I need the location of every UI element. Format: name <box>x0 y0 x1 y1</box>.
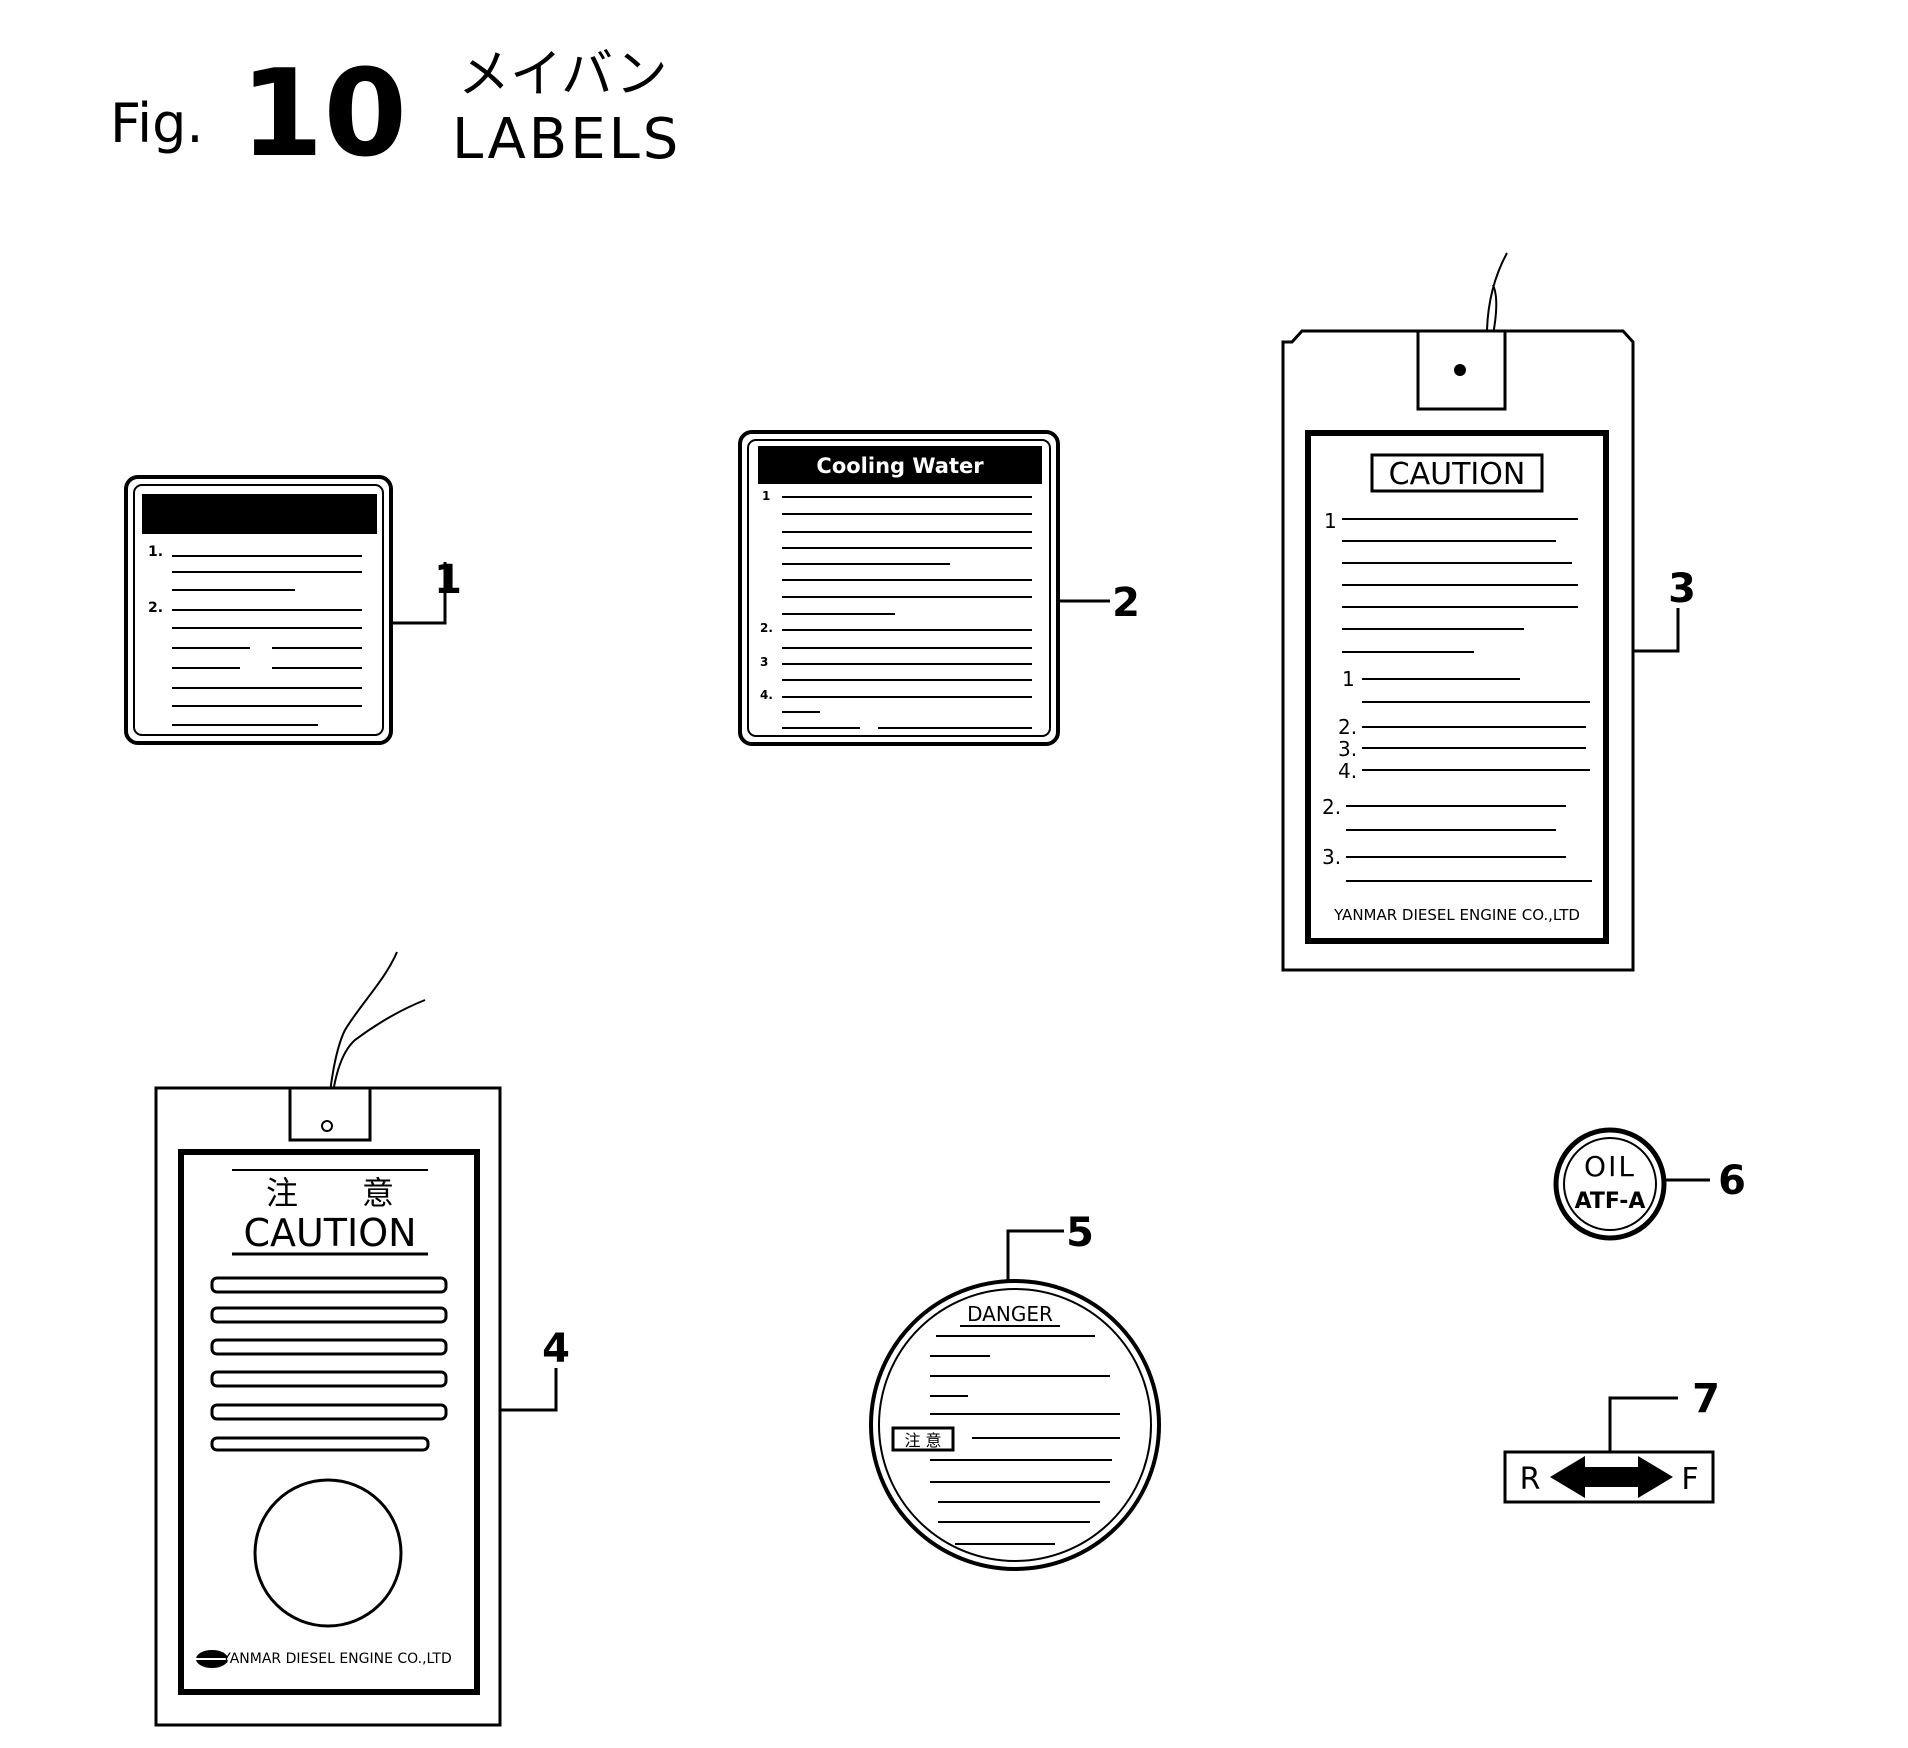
label-5: DANGER 注 意 5 <box>869 1210 1161 1571</box>
label-5-outer-circle <box>869 1279 1161 1571</box>
label-5-heading: DANGER <box>967 1302 1053 1326</box>
label-5-leader-line <box>1006 1229 1064 1281</box>
label-1-inner-border <box>133 484 384 736</box>
callout-7: 7 <box>1692 1376 1720 1422</box>
label-6-inner-circle <box>1563 1137 1657 1231</box>
callout-3: 3 <box>1668 566 1696 612</box>
callout-2: 2 <box>1112 580 1140 626</box>
label-4-heading: CAUTION <box>243 1211 416 1255</box>
label-3-leader-line <box>1633 608 1680 653</box>
label-2-text-lines <box>782 496 1032 729</box>
label-5-text-lines <box>930 1335 1120 1545</box>
label-6-line1: OIL <box>1584 1150 1636 1183</box>
label-6-line2: ATF-A <box>1575 1189 1646 1214</box>
callout-6: 6 <box>1718 1158 1746 1204</box>
label-3-heading-box <box>1370 453 1544 493</box>
fig-number: 10 <box>240 45 407 184</box>
label-2-heading-bar <box>758 446 1042 484</box>
label-3-text-lines <box>1342 518 1592 882</box>
label-7-left: R <box>1520 1462 1541 1497</box>
label-1-outer-border <box>124 475 393 745</box>
label-3-wire <box>1485 252 1508 369</box>
label-3-heading: CAUTION <box>1389 457 1526 492</box>
label-3-tag-hole <box>1454 364 1466 376</box>
label-6-outer-circle <box>1553 1127 1667 1241</box>
label-1-list-number: 2. <box>148 600 163 616</box>
label-4: 注 意 CAUTION YANMAR DIESEL ENGINE CO.,LTD… <box>154 951 570 1727</box>
label-6: OIL ATF-A 6 <box>1553 1127 1746 1241</box>
label-3: CAUTION 1 1 2. 3. 4. 2. 3. YANMAR DIESEL… <box>1281 252 1696 972</box>
fig-prefix: Fig. <box>110 92 204 155</box>
label-4-tag-hole <box>321 1120 333 1132</box>
callout-4: 4 <box>542 1326 570 1372</box>
label-5-inner-circle <box>878 1288 1152 1562</box>
label-4-tag-tab <box>288 1086 372 1142</box>
label-1: 1. 2. 1 <box>124 475 462 745</box>
label-3-panel-border <box>1305 430 1609 944</box>
label-7: R F 7 <box>1503 1376 1720 1504</box>
label-1-text-lines <box>172 555 362 726</box>
label-4-leader-line <box>500 1368 558 1412</box>
label-3-list-number: 3. <box>1338 737 1357 761</box>
label-3-list-number: 1 <box>1342 667 1355 691</box>
label-5-badge: 注 意 <box>904 1431 941 1450</box>
label-2-list-number: 4. <box>760 688 773 702</box>
label-7-leader-line <box>1608 1396 1678 1452</box>
label-4-panel-border <box>178 1149 480 1695</box>
label-4-footer: YANMAR DIESEL ENGINE CO.,LTD <box>221 1651 451 1667</box>
callout-5: 5 <box>1066 1210 1094 1256</box>
label-4-heading-japanese: 注 意 <box>266 1174 394 1212</box>
label-2-list-number: 2. <box>760 621 773 635</box>
title-japanese: メイバン <box>458 45 668 105</box>
yanmar-logo-icon <box>196 1650 228 1668</box>
label-3-list-number: 4. <box>1338 759 1357 783</box>
label-7-right: F <box>1681 1462 1698 1497</box>
label-2-list-number: 3 <box>760 655 768 669</box>
figure-header: Fig. 10 メイバン LABELS <box>110 45 681 184</box>
label-3-list-number: 2. <box>1322 795 1341 819</box>
label-3-list-number: 2. <box>1338 715 1357 739</box>
label-1-list-number: 1. <box>148 544 163 560</box>
label-2-inner-border <box>747 439 1051 737</box>
label-2-outer-border <box>738 430 1060 746</box>
label-5-badge-box <box>891 1426 955 1452</box>
label-2-heading: Cooling Water <box>816 454 984 478</box>
title-english: LABELS <box>452 107 681 172</box>
label-2: Cooling Water 1 2. 3 4. 2 <box>738 430 1140 746</box>
label-3-list-number: 3. <box>1322 845 1341 869</box>
label-4-seal-circle <box>253 1478 403 1628</box>
callout-1: 1 <box>434 557 462 603</box>
label-4-text-bars <box>210 1276 448 1452</box>
label-1-heading-bar <box>142 494 377 534</box>
label-3-tag-outline <box>1281 329 1635 972</box>
label-1-leader-line <box>391 562 447 625</box>
label-2-list-number: 1 <box>762 489 770 503</box>
double-arrow-icon <box>1550 1456 1673 1498</box>
label-3-footer: YANMAR DIESEL ENGINE CO.,LTD <box>1333 906 1580 924</box>
label-3-list-number: 1 <box>1324 509 1337 533</box>
